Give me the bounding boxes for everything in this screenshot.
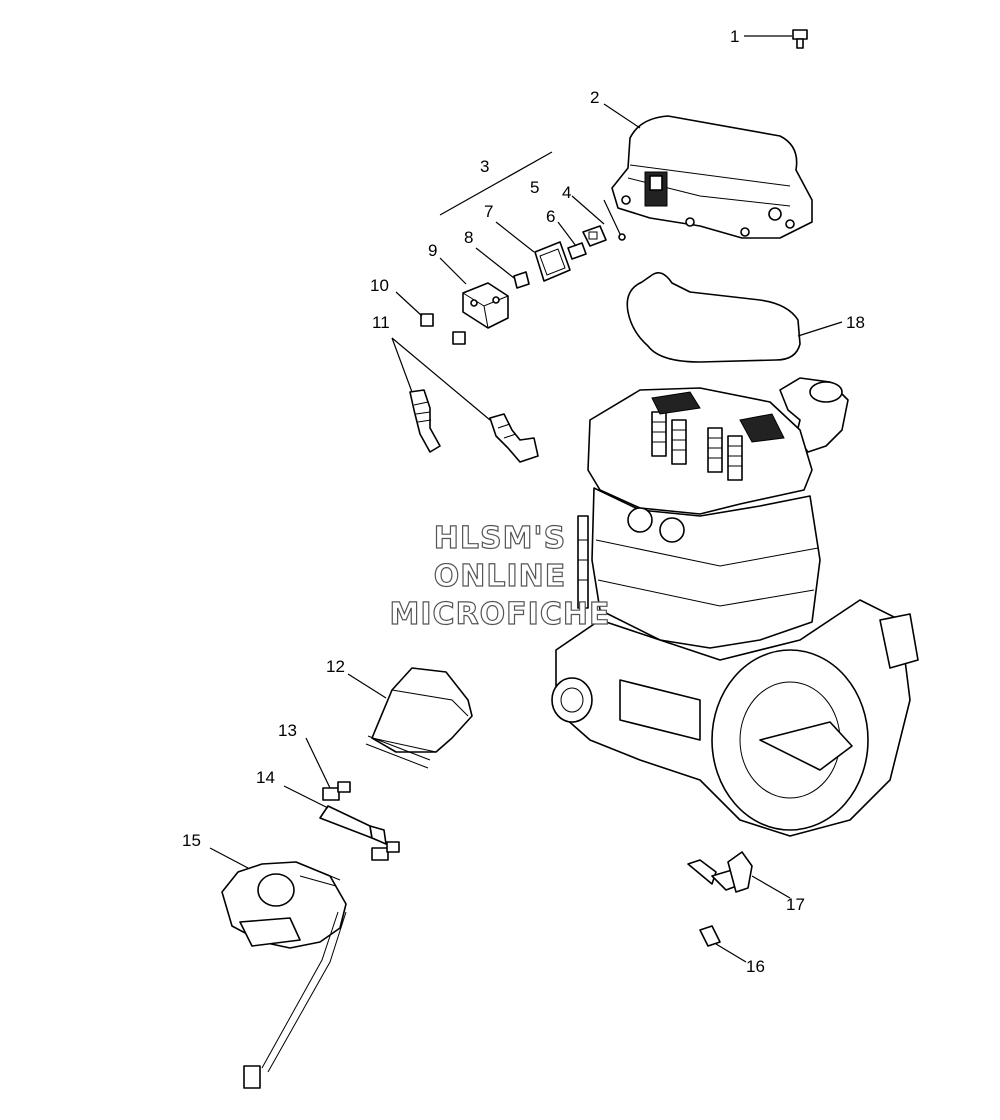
part-6-gasket[interactable] (567, 242, 587, 260)
callout-16: 16 (746, 957, 765, 976)
part-9-sensor[interactable] (462, 282, 509, 329)
callout-17: 17 (786, 895, 805, 914)
part-4-washer[interactable] (618, 233, 626, 241)
part-2-valve-cover[interactable] (611, 115, 813, 239)
callout-18: 18 (846, 313, 865, 332)
part-18-gasket[interactable] (626, 272, 801, 363)
engine-assembly[interactable] (551, 377, 919, 837)
part-16-fitting[interactable] (699, 925, 721, 947)
part-11-spark-plug-left[interactable] (409, 389, 441, 453)
valve-springs (651, 411, 743, 481)
part-17-sensor[interactable] (687, 851, 753, 893)
part-8-clip[interactable] (513, 271, 530, 289)
watermark-line-1: HLSM'S (434, 521, 566, 556)
part-14-sensor-rod[interactable] (319, 805, 387, 845)
callout-4: 4 (562, 183, 571, 202)
part-10-screws[interactable] (420, 313, 466, 345)
callout-7: 7 (484, 202, 493, 221)
callout-12: 12 (326, 657, 345, 676)
callout-8: 8 (464, 228, 473, 247)
callout-5: 5 (530, 178, 539, 197)
watermark: HLSM'S ONLINE MICROFICHE (389, 520, 611, 632)
part-5-plate[interactable] (582, 225, 607, 247)
watermark-line-3: MICROFICHE (390, 597, 611, 632)
part-11-spark-plug-right[interactable] (489, 413, 539, 463)
callout-14: 14 (256, 768, 275, 787)
part-7-reed-plate[interactable] (534, 241, 571, 282)
callout-1: 1 (730, 27, 739, 46)
callout-numbers: 1 2 3 4 5 6 7 8 9 10 11 12 13 14 15 16 1… (182, 27, 865, 976)
part-3-group-line (439, 151, 553, 216)
leader-lines (209, 35, 843, 963)
callout-10: 10 (370, 276, 389, 295)
part-13-bolts[interactable] (322, 781, 400, 861)
callout-6: 6 (546, 207, 555, 226)
callout-2: 2 (590, 88, 599, 107)
part-12-intake-boot[interactable] (365, 667, 473, 769)
part-15-throttle-body[interactable] (221, 861, 347, 1089)
callout-13: 13 (278, 721, 297, 740)
watermark-line-2: ONLINE (434, 559, 567, 594)
part-1-bolt[interactable] (792, 29, 808, 49)
callout-3: 3 (480, 157, 489, 176)
callout-9: 9 (428, 241, 437, 260)
callout-15: 15 (182, 831, 201, 850)
callout-11: 11 (372, 313, 390, 332)
